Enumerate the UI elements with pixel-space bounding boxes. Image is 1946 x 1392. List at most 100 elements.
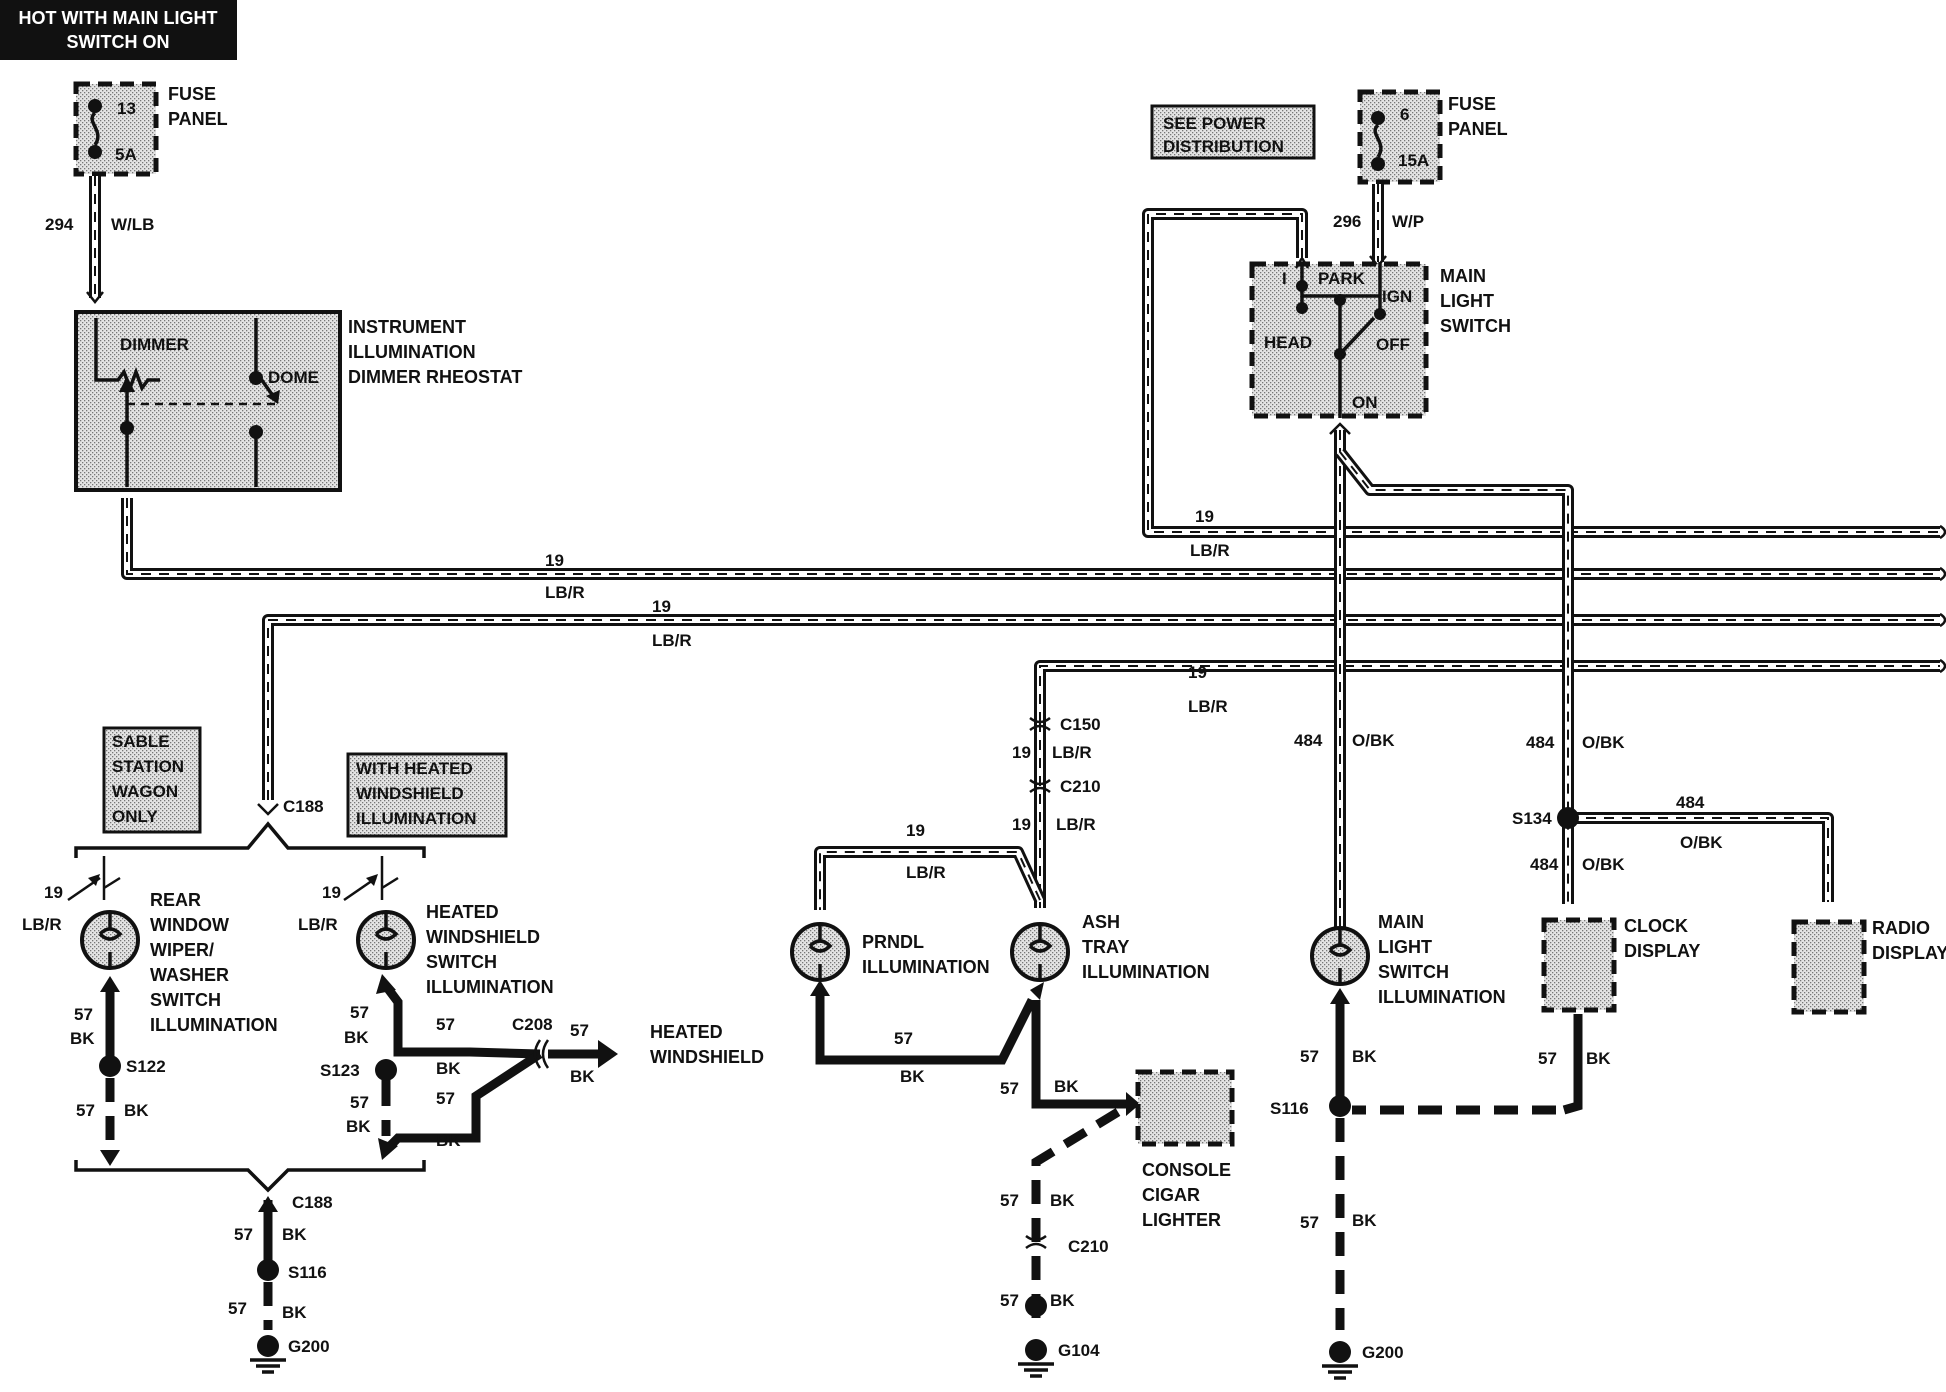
ground-g104: G104 <box>1058 1341 1100 1360</box>
rear-19: 19 <box>44 883 63 902</box>
wire-294-circuit: 294 <box>45 215 74 234</box>
c188-top-label: C188 <box>283 797 324 816</box>
wire-296-color: W/P <box>1392 212 1424 231</box>
wire-294: 294 W/LB <box>45 176 154 305</box>
mls-ign: IGN <box>1382 287 1412 306</box>
prndl-feed-lbr: LB/R <box>906 863 946 882</box>
rear-line3: WIPER/ <box>150 940 214 960</box>
right-bka: BK <box>1352 1047 1377 1066</box>
heated-ground-wire: 57 BK 57 BK S123 57 BK 57 BK C208 57 BK … <box>320 974 764 1160</box>
mls-illum-line1: MAIN <box>1378 912 1424 932</box>
connector-c210-bottom: C210 <box>1068 1237 1109 1256</box>
note-heated-line3: ILLUMINATION <box>356 809 477 828</box>
mls-head: HEAD <box>1264 333 1312 352</box>
c188-bottom-label: C188 <box>292 1193 333 1212</box>
heated-ws-line2: WINDSHIELD <box>650 1047 764 1067</box>
mid-bka: BK <box>900 1067 925 1086</box>
rear-wiper-illumination: 19 LB/R REAR WINDOW WIPER/ WASHER SWITCH… <box>22 856 278 1035</box>
connector-c188-top: C188 <box>74 797 426 858</box>
see-power-line2: DISTRIBUTION <box>1163 137 1284 156</box>
header-line1: HOT WITH MAIN LIGHT <box>19 8 218 28</box>
main-light-switch: I PARK IGN HEAD OFF ON MAIN LIGHT SWITCH <box>1249 255 1511 419</box>
clock-line1: CLOCK <box>1624 916 1688 936</box>
clock-line2: DISPLAY <box>1624 941 1700 961</box>
heated-ws-line1: HEATED <box>650 1022 723 1042</box>
right-57a: 57 <box>1300 1047 1319 1066</box>
rear-bkb: BK <box>124 1101 149 1120</box>
heated-bkc: BK <box>346 1117 371 1136</box>
rear-ground-wire: 57 BK S122 57 BK <box>70 976 166 1166</box>
prndl-illumination: PRNDL ILLUMINATION <box>790 922 990 982</box>
splice-s123: S123 <box>320 1061 360 1080</box>
see-power-box: SEE POWER DISTRIBUTION <box>1150 104 1316 160</box>
fuse-left-rating: 5A <box>115 145 137 164</box>
wire-484-color-c: O/BK <box>1680 833 1723 852</box>
c150-lbr: LB/R <box>1052 743 1092 762</box>
mls-illum-line2: LIGHT <box>1378 937 1432 957</box>
harness-d-circuit: 19 <box>1188 663 1207 682</box>
heated-line1: HEATED <box>426 902 499 922</box>
rear-bka: BK <box>70 1029 95 1048</box>
fuse-left-label2: PANEL <box>168 109 228 129</box>
dimmer-rheostat: DIMMER DOME INSTRUMENT ILLUMINATION DIMM… <box>74 310 522 492</box>
c210-19: 19 <box>1012 815 1031 834</box>
splice-s134: S134 <box>1512 809 1552 828</box>
clock-bk: BK <box>1586 1049 1611 1068</box>
prndl-line1: PRNDL <box>862 932 924 952</box>
header-line2: SWITCH ON <box>67 32 170 52</box>
ash-line1: ASH <box>1082 912 1120 932</box>
connectors-c150-c210: C150 19 LB/R C210 19 LB/R <box>1012 715 1101 908</box>
clock-57: 57 <box>1538 1049 1557 1068</box>
fuse-left-number: 13 <box>117 99 136 118</box>
heated-57a: 57 <box>350 1003 369 1022</box>
mls-label3: SWITCH <box>1440 316 1511 336</box>
mid-57a: 57 <box>894 1029 913 1048</box>
heated-bka: BK <box>344 1028 369 1047</box>
mid-57d: 57 <box>1000 1291 1019 1310</box>
rear-57b: 57 <box>76 1101 95 1120</box>
see-power-line1: SEE POWER <box>1163 114 1266 133</box>
fuse-left-label1: FUSE <box>168 84 216 104</box>
c210-lbr: LB/R <box>1056 815 1096 834</box>
heated-bkb: BK <box>436 1059 461 1078</box>
wire-484-circuit-a: 484 <box>1294 731 1323 750</box>
rheostat-label2: ILLUMINATION <box>348 342 476 362</box>
rheostat-label3: DIMMER RHEOSTAT <box>348 367 522 387</box>
mls-label2: LIGHT <box>1440 291 1494 311</box>
harness-b-color: LB/R <box>545 583 585 602</box>
wire-484-circuit-c: 484 <box>1676 793 1705 812</box>
heated-line3: SWITCH <box>426 952 497 972</box>
fuse-right-label1: FUSE <box>1448 94 1496 114</box>
heated-bkd: BK <box>436 1131 461 1150</box>
mls-on: ON <box>1352 393 1378 412</box>
mid-bkd: BK <box>1050 1291 1075 1310</box>
harness-a-circuit: 19 <box>1195 507 1214 526</box>
right-s116: S116 <box>1270 1099 1309 1118</box>
heated-switch-illumination: 19 LB/R HEATED WINDSHIELD SWITCH ILLUMIN… <box>298 856 554 997</box>
mls-i: I <box>1282 269 1287 288</box>
rheostat-dimmer: DIMMER <box>120 335 189 354</box>
right-g200: G200 <box>1362 1343 1404 1362</box>
note-heated-line2: WINDSHIELD <box>356 784 464 803</box>
right-57b: 57 <box>1300 1213 1319 1232</box>
rear-line4: WASHER <box>150 965 229 985</box>
mid-57b: 57 <box>1000 1079 1019 1098</box>
right-bkb: BK <box>1352 1211 1377 1230</box>
rear-lbr: LB/R <box>22 915 62 934</box>
radio-display: RADIO DISPLAY <box>1791 918 1946 1015</box>
radio-line1: RADIO <box>1872 918 1930 938</box>
wire-484: 484 O/BK 484 O/BK S134 484 O/BK 484 O/BK <box>1294 422 1834 928</box>
ash-line2: TRAY <box>1082 937 1129 957</box>
mls-illum-line4: ILLUMINATION <box>1378 987 1506 1007</box>
note-sable-line1: SABLE <box>112 732 170 751</box>
cigar-line2: CIGAR <box>1142 1185 1200 1205</box>
heated-19: 19 <box>322 883 341 902</box>
left-g-57a: 57 <box>234 1225 253 1244</box>
main-switch-illumination: MAIN LIGHT SWITCH ILLUMINATION <box>1310 912 1506 1007</box>
harness-19-lbr: 19 LB/R 19 LB/R 19 LB/R 19 LB/R <box>121 208 1946 800</box>
middle-ground-wire: 57 BK 57 BK 57 BK C210 57 BK G104 <box>810 980 1140 1378</box>
splice-s122: S122 <box>126 1057 166 1076</box>
mls-park: PARK <box>1318 269 1366 288</box>
wire-296-circuit: 296 <box>1333 212 1361 231</box>
fuse-panel-left: 13 5A FUSE PANEL <box>73 81 228 177</box>
